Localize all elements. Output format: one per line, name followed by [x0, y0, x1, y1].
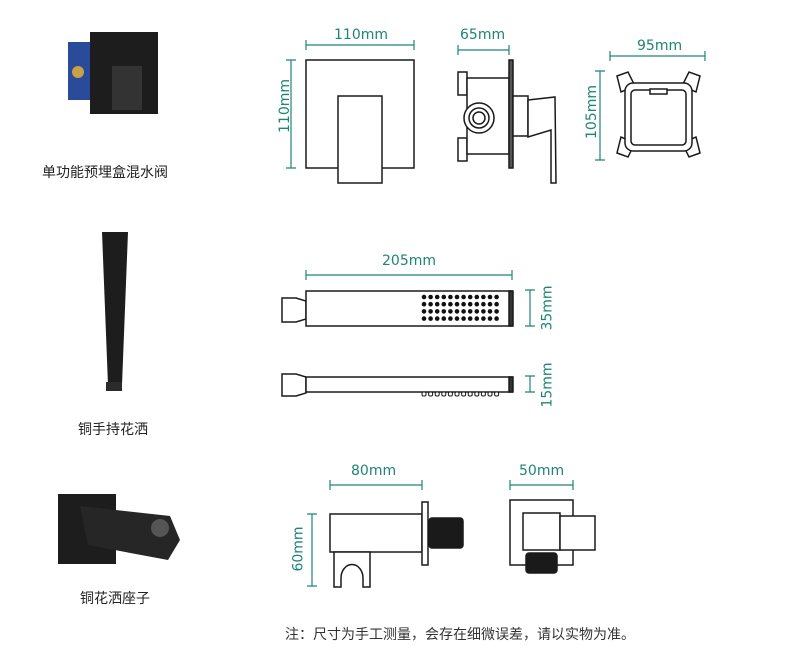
dim-valve-width: 110mm: [334, 27, 388, 43]
spray-hole: [474, 301, 480, 307]
dim-valve-height: 110mm: [277, 79, 293, 133]
spray-hole: [454, 294, 460, 300]
holder-front-drawing: [509, 499, 596, 574]
spray-hole: [461, 301, 466, 307]
spray-hole: [434, 309, 440, 314]
spray-nub: [454, 391, 460, 397]
spray-nubs: [421, 391, 500, 397]
spray-hole: [441, 309, 447, 314]
spray-hole: [454, 301, 460, 307]
spray-nub: [487, 391, 493, 397]
spray-hole: [454, 309, 460, 314]
spray-hole: [481, 294, 486, 300]
spray-nub: [467, 391, 473, 397]
dim-box-height: 105mm: [584, 85, 600, 139]
dim-holder-depth: 80mm: [351, 463, 397, 479]
dim-box-width: 95mm: [637, 38, 683, 54]
spray-hole: [474, 316, 480, 321]
spray-nub: [480, 391, 486, 397]
product-label-shower-holder: 铜花洒座子: [80, 591, 150, 607]
spray-nub: [441, 391, 447, 397]
shower-product-photo: [102, 232, 128, 391]
spray-hole: [481, 316, 486, 321]
valve-box-drawing: [616, 71, 701, 158]
dim-holder-height: 60mm: [290, 526, 307, 572]
spray-hole: [487, 316, 493, 321]
spray-holes: [421, 294, 499, 321]
dimension-lines: [286, 40, 706, 587]
spray-nub: [434, 391, 440, 397]
valve-product-photo: [68, 32, 158, 114]
spray-hole: [421, 309, 427, 314]
spray-hole: [461, 316, 466, 321]
dim-valve-depth: 65mm: [460, 27, 506, 43]
spray-hole: [448, 294, 453, 300]
spray-nub: [421, 391, 427, 397]
spray-hole: [487, 309, 493, 314]
spray-nub: [474, 391, 480, 397]
spray-hole: [487, 294, 493, 300]
spray-hole: [467, 316, 473, 321]
spray-hole: [461, 309, 466, 314]
spray-nub: [428, 391, 434, 397]
spray-hole: [461, 294, 466, 300]
spray-hole: [487, 301, 493, 307]
spray-hole: [474, 294, 480, 300]
spray-hole: [467, 294, 473, 300]
dim-shower-length: 205mm: [382, 253, 436, 269]
holder-product-photo: [58, 494, 180, 564]
spray-hole: [448, 309, 453, 314]
product-label-handheld-shower: 铜手持花洒: [78, 422, 148, 438]
spray-nub: [494, 391, 500, 397]
spray-hole: [454, 316, 460, 321]
spray-hole: [494, 316, 499, 321]
spray-hole: [441, 301, 447, 307]
spray-hole: [494, 294, 499, 300]
spray-hole: [441, 316, 447, 321]
spray-hole: [467, 301, 473, 307]
spray-hole: [481, 301, 486, 307]
valve-front-drawing: [305, 59, 415, 184]
spray-hole: [428, 294, 433, 300]
holder-side-drawing: [329, 501, 464, 588]
spray-hole: [421, 301, 427, 307]
spray-hole: [428, 309, 433, 314]
dim-holder-width: 50mm: [519, 463, 565, 479]
spray-hole: [434, 301, 440, 307]
spray-hole: [474, 309, 480, 314]
shower-side-drawing: [281, 373, 514, 397]
spray-nub: [461, 391, 467, 397]
spray-nub: [447, 391, 453, 397]
measurement-note: 注：尺寸为手工测量，会存在细微误差，请以实物为准。: [285, 627, 635, 643]
spray-hole: [494, 309, 499, 314]
spray-hole: [428, 316, 433, 321]
product-label-valve: 单功能预埋盒混水阀: [42, 165, 168, 181]
spray-hole: [494, 301, 499, 307]
dim-shower-thickness: 15mm: [539, 362, 556, 408]
spray-hole: [428, 301, 433, 307]
dim-shower-width: 35mm: [539, 285, 556, 331]
spray-hole: [448, 316, 453, 321]
valve-side-drawing: [457, 59, 557, 184]
spray-hole: [421, 316, 427, 321]
spray-hole: [448, 301, 453, 307]
spray-hole: [421, 294, 427, 300]
spray-hole: [434, 294, 440, 300]
spray-hole: [467, 309, 473, 314]
spray-hole: [441, 294, 447, 300]
spray-hole: [434, 316, 440, 321]
spray-hole: [481, 309, 486, 314]
